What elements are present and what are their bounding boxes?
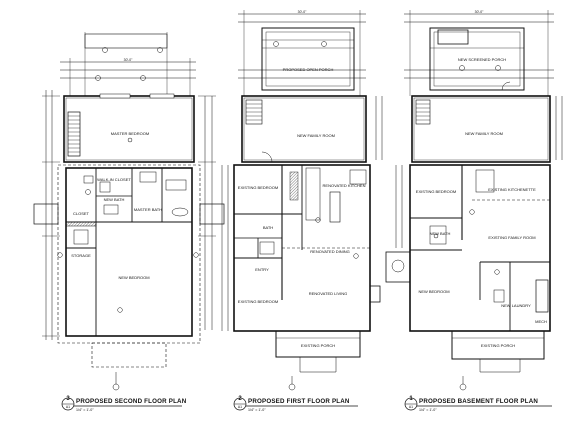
plan-title-basement: PROPOSED BASEMENT FLOOR PLAN: [419, 398, 539, 405]
room-label-family-room: NEW FAMILY ROOM: [297, 132, 335, 138]
room-label-bsmt-new-bath: NEW BATH: [429, 230, 451, 236]
plan-title-first: PROPOSED FIRST FLOOR PLAN: [248, 398, 350, 405]
room-label-existing-porch: EXISTING PORCH: [300, 342, 336, 348]
room-label-screened-porch: NEW SCREENED PORCH: [457, 56, 507, 62]
room-label-storage: STORAGE: [71, 252, 91, 258]
room-label-existing-kitchenette: EXISTING KITCHENETTE: [488, 186, 536, 192]
room-label-walk-in-closet: WALK-IN CLOSET: [97, 176, 131, 182]
plan-title-second: PROPOSED SECOND FLOOR PLAN: [76, 398, 187, 405]
room-label-new-laundry: NEW LAUNDRY: [501, 302, 531, 308]
plan-number-first: 2: [238, 396, 242, 402]
plan-number-second: 3: [66, 396, 70, 402]
room-label-new-bath: NEW BATH: [103, 196, 125, 202]
first-floor-overall-dim: 30'-0": [297, 10, 307, 14]
room-label-bsmt-existing-bedroom: EXISTING BEDROOM: [415, 188, 457, 194]
room-label-existing-bedroom-bottom: EXISTING BEDROOM: [237, 298, 279, 304]
room-label-existing-family-room: EXISTING FAMILY ROOM: [488, 234, 536, 240]
second-floor-overall-dim: 30'-0": [123, 58, 133, 62]
first-floor-plan: [221, 10, 383, 391]
room-label-proposed-porch: PROPOSED OPEN PORCH: [282, 66, 334, 72]
second-floor-plan: [33, 32, 225, 391]
basement-floor-plan: [385, 10, 563, 391]
room-label-bsmt-existing-porch: EXISTING PORCH: [480, 342, 516, 348]
room-label-entry: ENTRY: [255, 266, 269, 272]
room-label-closet: CLOSET: [72, 210, 90, 216]
title-blocks: [61, 397, 552, 411]
room-label-renovated-kitchen: RENOVATED KITCHEN: [322, 182, 366, 188]
room-label-existing-bedroom-top: EXISTING BEDROOM: [237, 184, 279, 190]
plan-scale-second: 1/4" = 1'-0": [76, 408, 94, 412]
room-label-renovated-dining: RENOVATED DINING: [310, 248, 350, 254]
room-label-new-bedroom: NEW BEDROOM: [118, 274, 150, 280]
room-label-bsmt-new-bedroom: NEW BEDROOM: [418, 288, 450, 294]
plan-sheetref-basement: A1: [408, 405, 414, 409]
plan-scale-first: 1/4" = 1'-0": [248, 408, 266, 412]
room-label-bsmt-family-room: NEW FAMILY ROOM: [465, 130, 503, 136]
room-label-mech: MECH: [535, 318, 547, 324]
plan-sheetref-first: A1: [237, 405, 243, 409]
plan-number-basement: 1: [409, 396, 413, 402]
room-label-master-bedroom: MASTER BEDROOM: [110, 130, 150, 136]
plan-sheetref-second: A1: [65, 405, 71, 409]
room-label-renovated-living: RENOVATED LIVING: [308, 290, 348, 296]
plan-scale-basement: 1/4" = 1'-0": [419, 408, 437, 412]
basement-overall-dim: 30'-0": [474, 10, 484, 14]
room-label-bath: BATH: [262, 224, 274, 230]
room-label-master-bath: MASTER BATH: [133, 206, 163, 212]
